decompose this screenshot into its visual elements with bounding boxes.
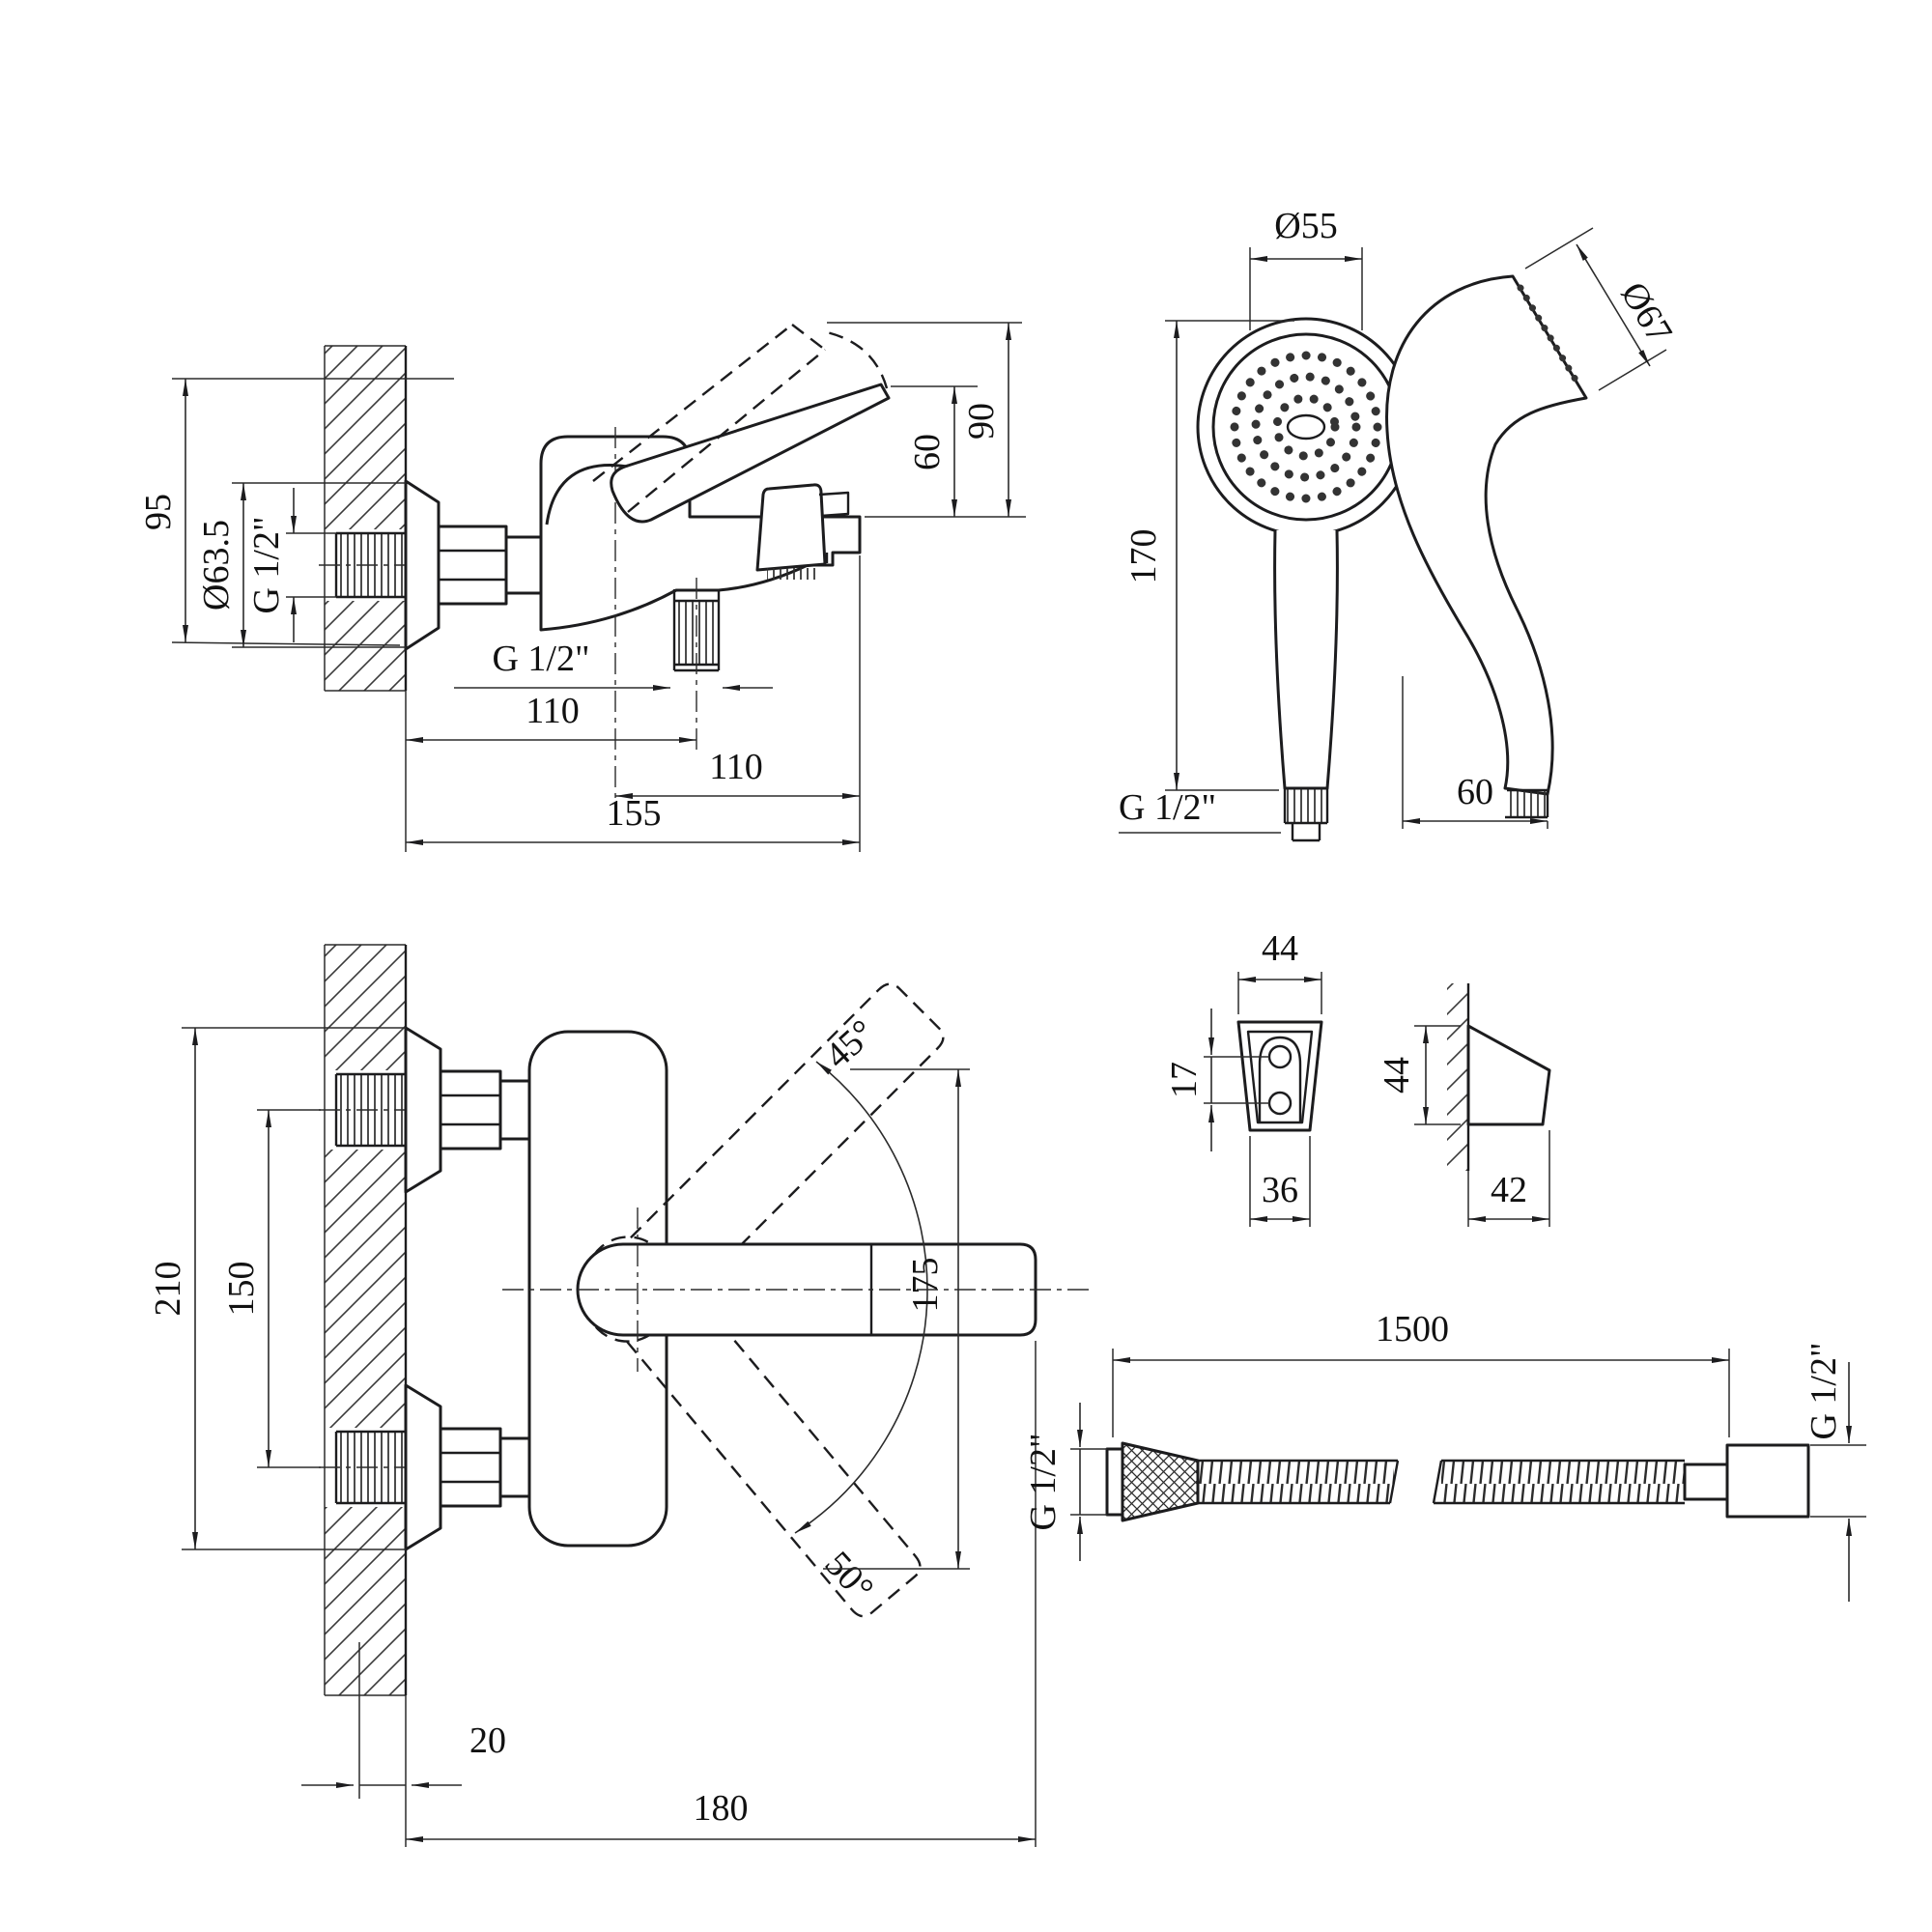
dim-210: 210 xyxy=(148,1027,406,1550)
spray-nozzles xyxy=(1230,351,1382,503)
dim-g12-hose-left: G 1/2" xyxy=(1023,1403,1107,1561)
dim-180: 180 xyxy=(406,1788,1036,1842)
dim-label-44-side: 44 xyxy=(1377,1057,1417,1094)
dim-label-63-5: Ø63.5 xyxy=(196,520,237,611)
hose-corrugation-left xyxy=(1198,1459,1400,1505)
dim-g12-hose-right: G 1/2" xyxy=(1804,1342,1866,1602)
mixer-side-view: 95 Ø63.5 G 1/2" 60 90 G 1/2" xyxy=(138,322,1037,1847)
handset-front-view: Ø55 170 G 1/2" xyxy=(1119,206,1416,842)
dim-label-155: 155 xyxy=(607,793,662,834)
dim-label-170: 170 xyxy=(1123,529,1164,584)
holder-side-outline xyxy=(1466,1024,1551,1126)
escutcheon xyxy=(404,479,440,651)
dim-42: 42 xyxy=(1467,1130,1550,1227)
dim-label-42: 42 xyxy=(1491,1170,1527,1210)
dim-label-1500: 1500 xyxy=(1376,1309,1449,1350)
wall-section xyxy=(324,345,408,692)
handset-thread xyxy=(1283,786,1329,842)
dim-110-axis-to-spout: 110 xyxy=(615,747,860,799)
hose-corrugation-right xyxy=(1432,1459,1685,1505)
dim-label-90: 90 xyxy=(961,403,1002,440)
dim-label-g12-shower: G 1/2" xyxy=(492,639,589,679)
dim-label-95: 95 xyxy=(138,494,179,530)
dim-label-17: 17 xyxy=(1164,1062,1205,1098)
wall-section-front xyxy=(324,944,408,1696)
dim-170: 170 xyxy=(1123,320,1294,791)
dim-1500: 1500 xyxy=(1112,1309,1730,1437)
body-connector xyxy=(504,535,543,595)
handset-side-view: Ø67 60 xyxy=(1385,227,1680,829)
holder-side-view: 44 42 xyxy=(1377,983,1551,1227)
handset-side-outline xyxy=(1385,274,1588,796)
dim-155: 155 xyxy=(406,793,860,845)
dim-175: 175 xyxy=(823,1068,970,1570)
dim-36: 36 xyxy=(1249,1136,1311,1227)
mixer-front-view: 45° 50° 210 150 175 20 180 xyxy=(148,944,1092,1847)
dim-label-g12-hose-left: G 1/2" xyxy=(1023,1433,1064,1530)
handset-side-thread xyxy=(1505,788,1549,819)
nozzle-profile-dots xyxy=(1517,284,1582,388)
dim-110-wall-to-shower: 110 xyxy=(406,691,696,743)
dim-label-60-side: 60 xyxy=(1457,772,1493,812)
dim-label-36: 36 xyxy=(1262,1170,1298,1210)
dim-20: 20 xyxy=(301,1720,506,1788)
shower-outlet-stub xyxy=(672,578,721,752)
dim-label-44-front: 44 xyxy=(1262,928,1298,969)
dim-label-175: 175 xyxy=(905,1258,946,1313)
hex-nut xyxy=(437,525,508,606)
handle-swing-arc xyxy=(794,1061,928,1534)
escutcheon-upper xyxy=(404,1026,531,1194)
dim-label-g12-hose-right: G 1/2" xyxy=(1804,1342,1844,1439)
dim-90-handle: 90 xyxy=(961,323,1011,517)
dim-label-60: 60 xyxy=(907,434,948,470)
holder-wall-hatch xyxy=(1447,983,1468,1171)
hose-left-collar xyxy=(1105,1447,1124,1517)
hose-left-cone xyxy=(1121,1441,1200,1522)
dim-g12-wall: G 1/2" xyxy=(246,488,336,642)
dim-d55: Ø55 xyxy=(1249,206,1363,330)
dim-44-side: 44 xyxy=(1377,1025,1461,1125)
dim-17: 17 xyxy=(1164,1009,1269,1151)
dim-label-180: 180 xyxy=(694,1788,749,1829)
dim-label-110a: 110 xyxy=(526,691,580,731)
handset-handle xyxy=(1273,529,1339,790)
dim-63-5: Ø63.5 xyxy=(196,482,406,648)
hose-view: 1500 G 1/2" G 1/2" xyxy=(1023,1309,1866,1602)
dim-60-side: 60 xyxy=(1402,676,1548,829)
diverter-knob xyxy=(755,483,850,580)
dim-label-g12-handset: G 1/2" xyxy=(1119,787,1216,828)
handle-lever-solid xyxy=(610,383,891,524)
dim-g12-shower-callout: G 1/2" xyxy=(454,639,773,691)
dim-44-front: 44 xyxy=(1237,928,1322,1014)
dim-label-20: 20 xyxy=(469,1720,506,1761)
handle-lever-raised-phantom xyxy=(592,324,889,513)
dim-g12-handset: G 1/2" xyxy=(1119,787,1281,834)
holder-front-view: 44 17 36 xyxy=(1164,928,1323,1227)
dim-label-45deg: 45° xyxy=(817,1012,883,1077)
dim-95: 95 xyxy=(138,378,454,646)
hose-right-neck xyxy=(1683,1463,1729,1501)
dim-label-d55: Ø55 xyxy=(1274,206,1337,246)
dim-label-g12-wall: G 1/2" xyxy=(246,516,287,613)
dim-150: 150 xyxy=(221,1109,321,1468)
dim-60-handle: 60 xyxy=(827,322,1026,518)
dim-label-d67: Ø67 xyxy=(1612,275,1680,351)
dim-label-50deg: 50° xyxy=(817,1544,882,1609)
dim-label-210: 210 xyxy=(148,1262,188,1317)
escutcheon-lower xyxy=(404,1383,531,1551)
hose-right-nut xyxy=(1725,1443,1810,1519)
dim-label-150: 150 xyxy=(221,1262,262,1317)
dim-label-110b: 110 xyxy=(709,747,763,787)
